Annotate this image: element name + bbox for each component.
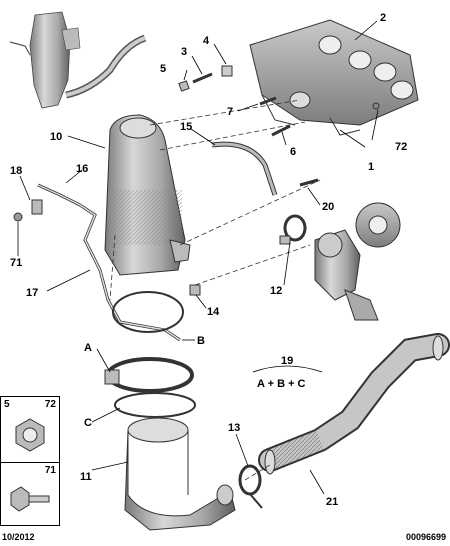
clamp-a (104, 357, 194, 393)
legend-label-72: 72 (44, 399, 56, 410)
sensor-pipe (13, 183, 181, 342)
assembly-guides (109, 99, 321, 481)
label-72: 72 (395, 141, 407, 153)
legend-label-71: 71 (44, 465, 56, 476)
label-3: 3 (181, 46, 187, 58)
label-71: 71 (10, 257, 22, 269)
label-1: 1 (368, 161, 374, 173)
label-11: 11 (80, 471, 92, 483)
fastener-legend-bottom: 71 (0, 462, 60, 526)
label-13: 13 (228, 422, 240, 434)
leader-lines (17, 20, 379, 495)
label-4: 4 (203, 35, 210, 47)
label-14: 14 (207, 306, 220, 318)
particulate-filter (124, 417, 236, 531)
label-16: 16 (76, 163, 88, 175)
label-12: 12 (270, 285, 282, 297)
formula-abc: A + B + C (257, 378, 306, 390)
label-6: 6 (290, 146, 296, 158)
label-b: B (197, 335, 205, 347)
label-5: 5 (160, 63, 166, 75)
label-2: 2 (380, 12, 386, 24)
label-10: 10 (50, 131, 62, 143)
label-a: A (84, 342, 92, 354)
bolt-icon (10, 486, 50, 512)
exhaust-manifold (249, 19, 419, 136)
studs-nuts-top (178, 65, 380, 187)
label-20: 20 (322, 201, 334, 213)
ring-c (114, 392, 196, 418)
label-15: 15 (180, 121, 192, 133)
footer-code: 00096699 (405, 532, 446, 542)
footer-date: 10/2012 (2, 532, 35, 542)
flange-nut-icon (15, 418, 45, 452)
clamp-13 (238, 464, 263, 509)
flex-pipe (258, 333, 450, 475)
label-21: 21 (326, 496, 338, 508)
label-17: 17 (26, 287, 38, 299)
legend-label-5: 5 (4, 399, 10, 410)
label-7: 7 (227, 106, 233, 118)
clamp-12 (279, 214, 307, 245)
turbocharger (314, 202, 401, 321)
fastener-legend-top: 5 72 (0, 396, 60, 464)
ring-b (112, 291, 184, 333)
label-19: 19 (281, 355, 293, 367)
nut-14 (189, 284, 201, 296)
catalyst-housing (104, 114, 191, 276)
assembly-thumbnail (9, 11, 147, 109)
label-c: C (84, 417, 92, 429)
label-18: 18 (10, 165, 22, 177)
